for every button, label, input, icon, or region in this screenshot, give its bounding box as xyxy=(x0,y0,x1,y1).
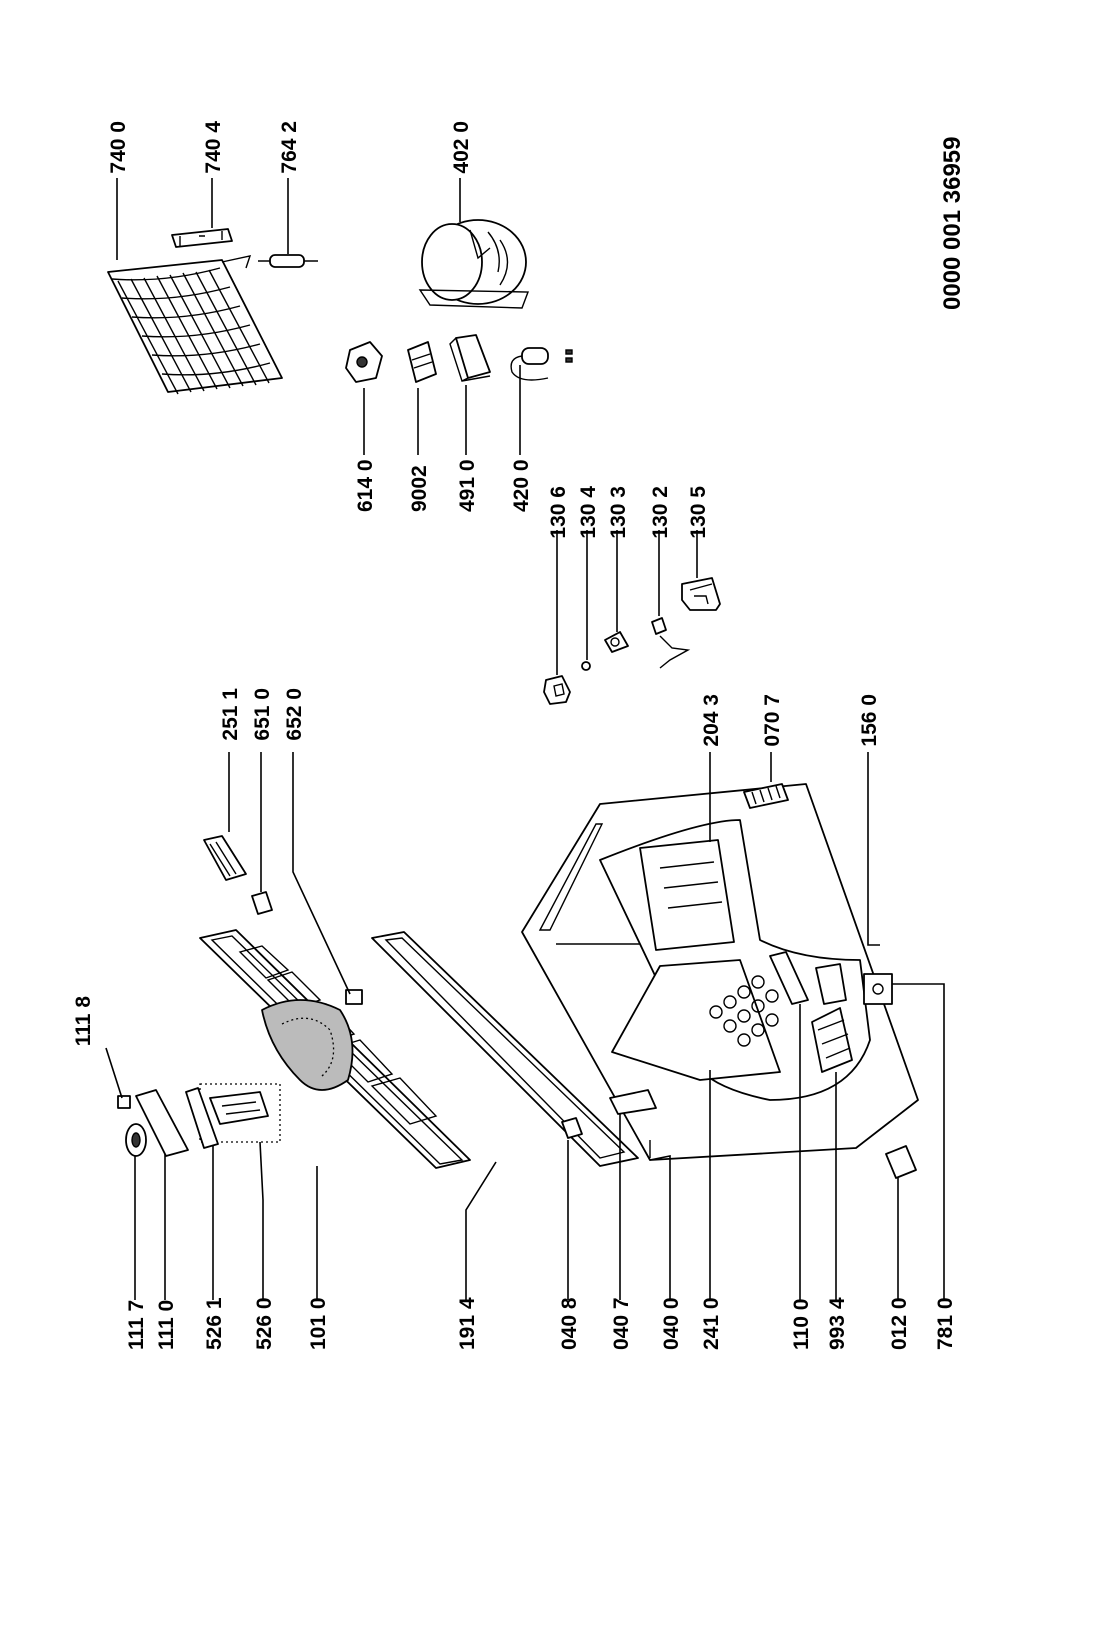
label-781-0: 781 0 xyxy=(934,1297,957,1350)
grille-070-7 xyxy=(743,783,789,809)
label-614-0: 614 0 xyxy=(354,459,377,512)
label-110-0: 110 0 xyxy=(790,1299,813,1350)
bracket-040-7 xyxy=(609,1089,657,1115)
box-491-0 xyxy=(449,334,491,382)
label-111-7: 111 7 xyxy=(125,1300,148,1350)
leader-lines xyxy=(105,178,945,1300)
label-652-0: 652 0 xyxy=(283,688,306,741)
label-101-0: 101 0 xyxy=(307,1297,330,1350)
label-420-0: 420 0 xyxy=(510,459,533,512)
clip-040-8 xyxy=(561,1117,583,1139)
hinge-526-1 xyxy=(185,1087,219,1149)
label-740-4: 740 4 xyxy=(202,121,225,174)
label-130-4: 130 4 xyxy=(577,486,600,539)
bracket-740-4 xyxy=(171,228,233,248)
label-130-3: 130 3 xyxy=(607,486,630,539)
relay-614-0 xyxy=(345,341,383,383)
label-130-2: 130 2 xyxy=(649,486,672,539)
label-156-0: 156 0 xyxy=(858,694,881,747)
label-111-0: 111 0 xyxy=(155,1300,178,1350)
label-764-2: 764 2 xyxy=(278,121,301,174)
lamp-651-0 xyxy=(251,891,273,915)
capacitor-420-0 xyxy=(510,347,573,381)
clip-130-6 xyxy=(543,675,571,705)
label-130-6: 130 6 xyxy=(547,486,570,539)
grommet-130-3 xyxy=(604,631,629,653)
label-191-4: 191 4 xyxy=(456,1297,479,1350)
label-040-7: 040 7 xyxy=(610,1297,633,1350)
label-251-1: 251 1 xyxy=(219,688,242,741)
part-251-1 xyxy=(203,835,247,881)
part-labels: 740 0 740 4 764 2 402 0 614 0 9002 491 0… xyxy=(72,121,966,1350)
foot-781-0 xyxy=(863,973,893,1005)
part-111-8 xyxy=(117,1095,131,1109)
document-code: 0000 001 36959 xyxy=(939,136,966,310)
label-040-8: 040 8 xyxy=(558,1297,581,1350)
label-012-0: 012 0 xyxy=(888,1297,911,1350)
label-526-1: 526 1 xyxy=(203,1297,226,1350)
gasket-111-0 xyxy=(135,1089,189,1157)
washer-130-4 xyxy=(581,661,591,671)
label-402-0: 402 0 xyxy=(450,121,473,174)
label-651-0: 651 0 xyxy=(251,688,274,741)
compressor-402-0 xyxy=(418,219,530,309)
condenser-740-0 xyxy=(107,255,283,395)
gasket-frame-191-4 xyxy=(371,931,639,1167)
label-491-0: 491 0 xyxy=(456,459,479,512)
cabinet-040-0 xyxy=(521,783,919,1161)
label-130-5: 130 5 xyxy=(687,486,710,539)
label-993-4: 993 4 xyxy=(826,1297,849,1350)
label-070-7: 070 7 xyxy=(761,694,784,747)
label-526-0: 526 0 xyxy=(253,1297,276,1350)
label-241-0: 241 0 xyxy=(700,1297,723,1350)
lid-101-0 xyxy=(199,929,471,1169)
knob-111-7 xyxy=(125,1123,147,1157)
part-9002 xyxy=(407,341,437,383)
filter-drier-764-2 xyxy=(258,254,318,268)
clip-130-2 xyxy=(651,617,691,669)
cover-130-5 xyxy=(681,577,721,611)
label-740-0: 740 0 xyxy=(107,121,130,174)
bracket-012-0 xyxy=(885,1145,917,1179)
label-9002: 9002 xyxy=(408,465,431,512)
label-111-8: 111 8 xyxy=(72,996,95,1047)
label-204-3: 204 3 xyxy=(700,694,723,747)
label-040-0: 040 0 xyxy=(660,1297,683,1350)
